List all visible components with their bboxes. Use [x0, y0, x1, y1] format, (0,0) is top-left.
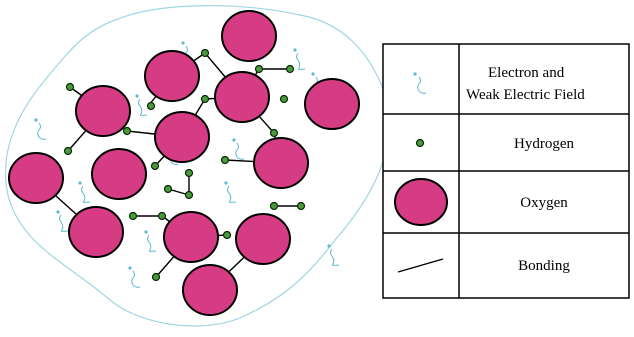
- hydrogen-atom: [184, 168, 194, 178]
- hydrogen-icon: [415, 138, 425, 148]
- oxygen-atom: [75, 85, 131, 137]
- hydrogen-atom: [200, 94, 210, 104]
- hydrogen-atom: [220, 155, 230, 165]
- hydrogen-atom: [157, 211, 167, 221]
- legend-row-bonding: Bonding: [397, 258, 570, 274]
- legend-electron-label-line1: Electron and: [488, 65, 565, 81]
- legend-oxygen-label: Oxygen: [520, 195, 568, 211]
- legend-row-electron: Electron and Weak Electric Field: [413, 65, 585, 103]
- hydrogen-atom: [269, 128, 279, 138]
- electron-wave: [224, 181, 237, 203]
- water-cluster: [4, 5, 390, 327]
- hydrogen-atom: [184, 190, 194, 200]
- oxygen-atom: [68, 206, 124, 258]
- oxygen-atom: [214, 71, 270, 123]
- hydrogen-atom: [163, 184, 173, 194]
- legend-electron-label-line2: Weak Electric Field: [466, 87, 585, 103]
- oxygen-atom: [8, 152, 64, 204]
- legend-row-oxygen: Oxygen: [394, 178, 568, 226]
- electron-wave: [144, 230, 157, 252]
- hydrogen-atom: [222, 230, 232, 240]
- hydrogen-group: [63, 48, 306, 282]
- oxygen-atom: [304, 78, 360, 130]
- oxygen-icon: [394, 178, 448, 226]
- oxygen-atom: [91, 148, 147, 200]
- electron-wave: [56, 210, 69, 232]
- oxygen-atom: [235, 213, 291, 265]
- electron-wave: [34, 118, 47, 140]
- electron-wave: [78, 181, 91, 203]
- cluster-boundary: [4, 5, 390, 327]
- oxygen-atom: [163, 211, 219, 263]
- hydrogen-atom: [254, 64, 264, 74]
- hydrogen-atom: [269, 201, 279, 211]
- hydrogen-atom: [65, 82, 75, 92]
- hydrogen-atom: [279, 94, 289, 104]
- hydrogen-atom: [296, 201, 306, 211]
- hydrogen-atom: [122, 126, 132, 136]
- legend-hydrogen-label: Hydrogen: [514, 136, 574, 152]
- hydrogen-atom: [150, 161, 160, 171]
- hydrogen-atom: [200, 48, 210, 58]
- electron-wave: [293, 48, 306, 70]
- legend-row-hydrogen: Hydrogen: [415, 136, 574, 152]
- legend-table: Electron and Weak Electric Field Hydroge…: [382, 43, 630, 299]
- legend-bonding-label: Bonding: [518, 258, 570, 274]
- hydrogen-atom: [285, 64, 295, 74]
- oxygen-atom: [182, 264, 238, 316]
- oxygen-atom: [253, 137, 309, 189]
- oxygen-atom: [154, 111, 210, 163]
- electron-wave-icon: [413, 72, 427, 94]
- electron-wave: [135, 94, 148, 116]
- electron-field-group: [34, 41, 340, 288]
- oxygen-atom: [221, 10, 277, 62]
- electron-wave: [232, 138, 245, 160]
- oxygen-atom: [144, 50, 200, 102]
- electron-wave: [128, 266, 141, 288]
- hydrogen-atom: [128, 211, 138, 221]
- hydrogen-atom: [151, 272, 161, 282]
- hydrogen-atom: [63, 146, 73, 156]
- electron-wave: [327, 244, 340, 266]
- bond-line-icon: [397, 258, 444, 273]
- hydrogen-atom: [146, 101, 156, 111]
- oxygen-group: [8, 10, 360, 316]
